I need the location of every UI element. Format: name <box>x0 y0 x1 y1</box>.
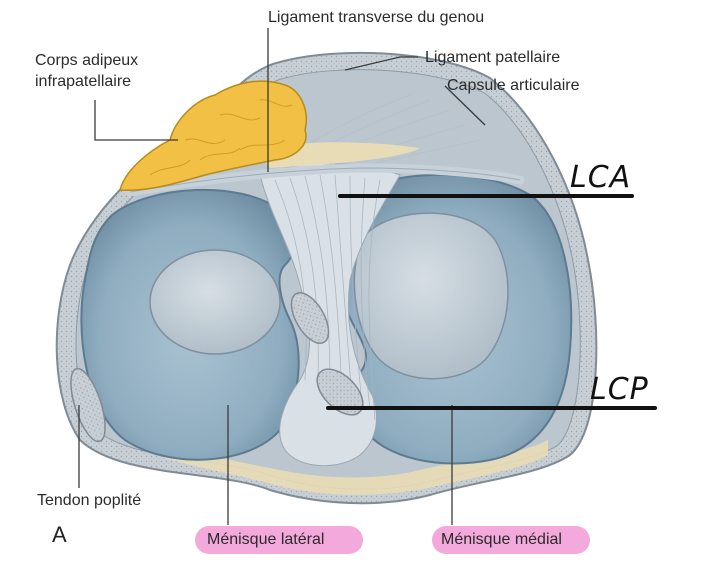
leader-lines <box>78 28 486 525</box>
highlight-menisque-medial <box>432 526 590 554</box>
label-lca: LCA <box>570 160 632 195</box>
label-tendon-poplite: Tendon poplité <box>37 492 142 509</box>
label-lcp: LCP <box>590 372 649 407</box>
figure-letter: A <box>52 522 67 547</box>
label-ligament-patellaire: Ligament patellaire <box>425 49 561 66</box>
label-capsule-articulaire: Capsule articulaire <box>447 77 580 94</box>
medial-tibial-plateau <box>353 212 509 380</box>
ligament-attachment-lower <box>316 368 364 416</box>
highlight-menisque-lateral <box>195 526 363 554</box>
label-corps-adipeux-line2: infrapatellaire <box>35 73 132 90</box>
lateral-tibial-plateau <box>149 249 281 355</box>
label-corps-adipeux-line1: Corps adipeux <box>35 52 139 69</box>
label-menisque-medial: Ménisque médial <box>441 531 562 548</box>
label-ligament-transverse: Ligament transverse du genou <box>268 9 485 26</box>
infrapatellar-fat-pad <box>119 80 307 192</box>
label-menisque-lateral: Ménisque latéral <box>207 531 325 548</box>
popliteal-tendon <box>70 367 106 443</box>
ligament-attachment-upper <box>290 292 330 344</box>
